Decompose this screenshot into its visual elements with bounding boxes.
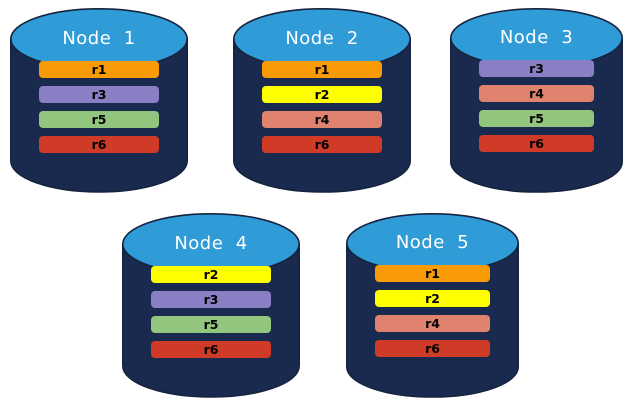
replica-bar-r1[interactable]: r1: [375, 265, 490, 282]
replica-bar-r5[interactable]: r5: [151, 316, 271, 333]
replica-bar-r5[interactable]: r5: [479, 110, 594, 127]
replica-bar-r3[interactable]: r3: [151, 291, 271, 308]
replica-bar-r3[interactable]: r3: [39, 86, 159, 103]
replica-stack: r1 r2 r4 r6: [346, 265, 519, 357]
replica-stack: r1 r3 r5 r6: [10, 61, 188, 153]
replica-bar-r3[interactable]: r3: [479, 60, 594, 77]
replica-bar-r1[interactable]: r1: [39, 61, 159, 78]
replica-bar-r2[interactable]: r2: [262, 86, 382, 103]
replica-bar-r4[interactable]: r4: [479, 85, 594, 102]
cylinder-top-disc: [450, 7, 623, 69]
replica-bar-r2[interactable]: r2: [375, 290, 490, 307]
replica-bar-r6[interactable]: r6: [262, 136, 382, 153]
replica-bar-r6[interactable]: r6: [39, 136, 159, 153]
replica-stack: r1 r2 r4 r6: [233, 61, 411, 153]
replica-bar-r1[interactable]: r1: [262, 61, 382, 78]
cylinder-top-disc: [346, 212, 519, 274]
replica-bar-r6[interactable]: r6: [479, 135, 594, 152]
replica-bar-r5[interactable]: r5: [39, 111, 159, 128]
replica-stack: r2 r3 r5 r6: [122, 266, 300, 358]
replica-bar-r4[interactable]: r4: [262, 111, 382, 128]
replica-stack: r3 r4 r5 r6: [450, 60, 623, 152]
replica-bar-r6[interactable]: r6: [375, 340, 490, 357]
replica-bar-r2[interactable]: r2: [151, 266, 271, 283]
replica-bar-r6[interactable]: r6: [151, 341, 271, 358]
replica-bar-r4[interactable]: r4: [375, 315, 490, 332]
